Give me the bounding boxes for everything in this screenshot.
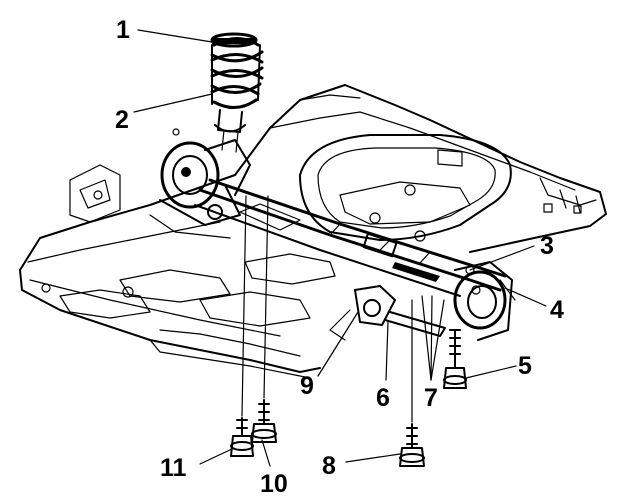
right-bracket: [453, 261, 516, 341]
callout-5: 5: [518, 352, 532, 380]
callout-1: 1: [116, 16, 130, 44]
coil-spring: [210, 37, 264, 153]
callout-8: 8: [322, 452, 336, 480]
callout-6: 6: [376, 384, 390, 412]
callout-2: 2: [115, 106, 129, 134]
callout-11: 11: [160, 454, 187, 482]
axle-beam: [194, 178, 507, 297]
bolt-11: [230, 417, 254, 457]
leader-lines: [133, 29, 547, 467]
floor-pan: [19, 84, 607, 379]
callout-10: 10: [260, 470, 288, 498]
knuckle-hub-left: [149, 128, 251, 239]
callout-4: 4: [550, 296, 564, 324]
spring-insulator: [210, 32, 258, 48]
spare-tire-well: [299, 134, 512, 242]
callout-7: 7: [424, 384, 438, 412]
callout-3: 3: [540, 232, 554, 260]
bolt-10: [251, 399, 277, 443]
callout-9: 9: [300, 372, 314, 400]
bolt-8: [399, 423, 425, 467]
bolt-5: [443, 329, 467, 389]
